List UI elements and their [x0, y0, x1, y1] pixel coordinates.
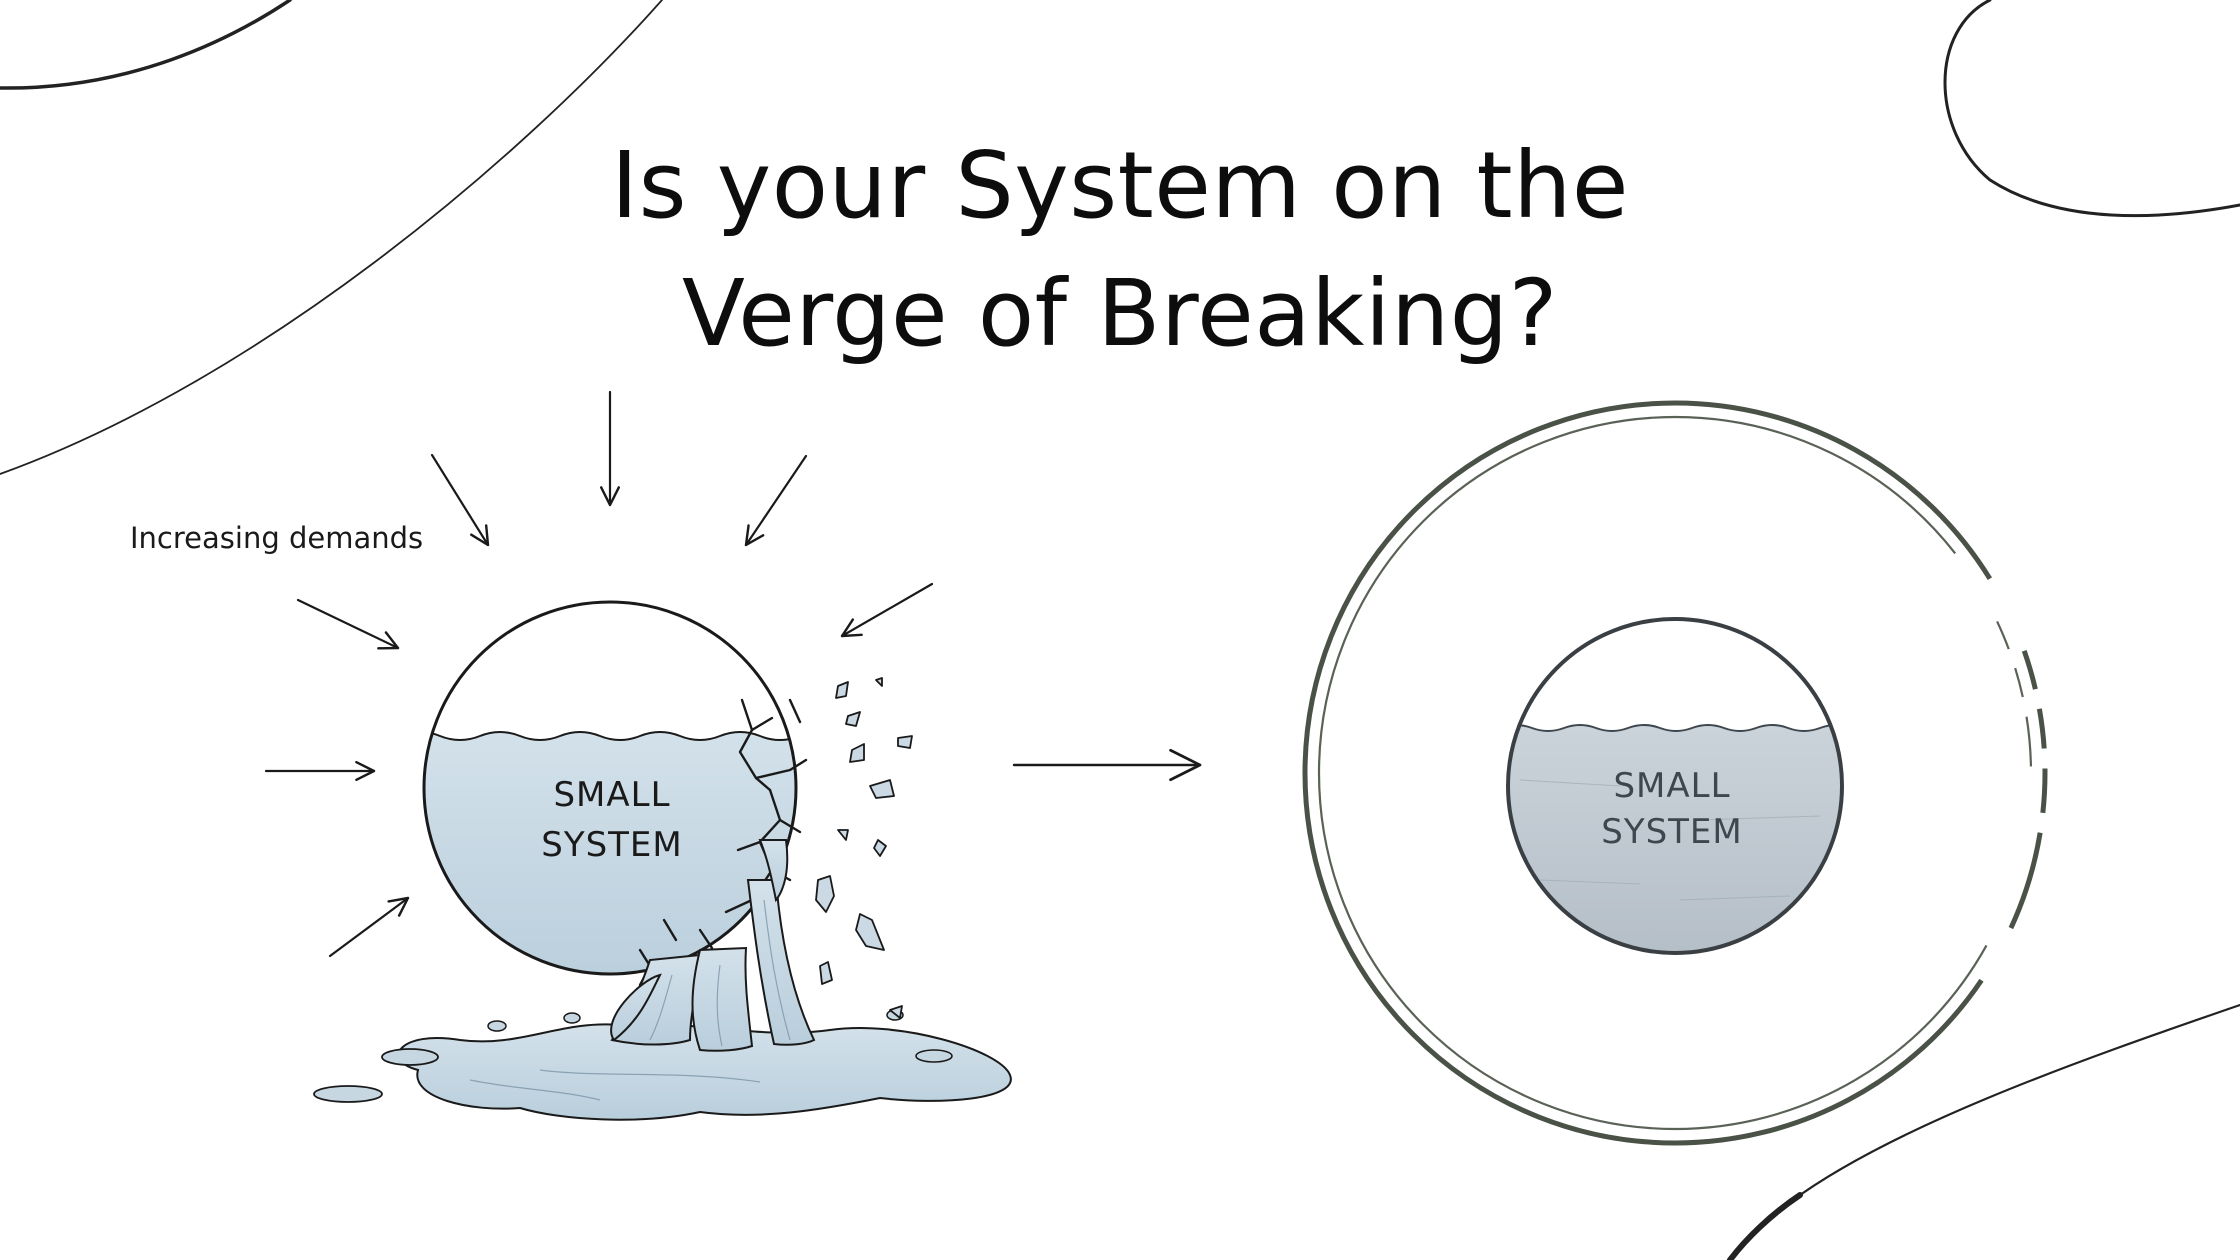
arrow-diagonal-icon: [744, 454, 808, 547]
increasing-demands-label: Increasing demands: [130, 521, 423, 555]
top-right-loop: [1943, 0, 2240, 218]
outer-growth-ring: [1302, 400, 2048, 1146]
left-sphere-label-line1: SMALL: [553, 775, 670, 815]
sphere-shards: [815, 677, 913, 1019]
arrow-diagonal-icon: [296, 598, 400, 650]
right-sphere-label-line2: SYSTEM: [1601, 812, 1743, 852]
left-diagonal-line: [0, 0, 663, 475]
right-sphere-label-line1: SMALL: [1613, 766, 1730, 806]
arrow-diagonal-icon: [328, 896, 410, 958]
arrow-diagonal-icon: [430, 453, 490, 547]
left-diagram: Increasing demands: [130, 390, 1012, 1121]
arrow-diagonal-icon: [840, 582, 934, 638]
small-system-sphere: [422, 600, 798, 976]
left-sphere-label-line2: SYSTEM: [541, 825, 683, 865]
leaking-water-streams: [610, 839, 816, 1052]
pressure-arrows: [264, 390, 934, 958]
top-left-swoosh: [0, 0, 292, 90]
title-line-1: Is your System on the: [610, 131, 1630, 239]
water-puddle: [313, 1009, 1012, 1121]
bottom-right-swoosh: [1726, 1003, 2240, 1260]
contained-system-sphere: [1506, 617, 1844, 955]
bottom-right-swoosh-thick: [1727, 1192, 1803, 1260]
title-line-2: Verge of Breaking?: [681, 259, 1559, 367]
slide-title: Is your System on the Verge of Breaking?: [0, 122, 2240, 378]
right-diagram: SMALL SYSTEM: [1302, 400, 2048, 1146]
